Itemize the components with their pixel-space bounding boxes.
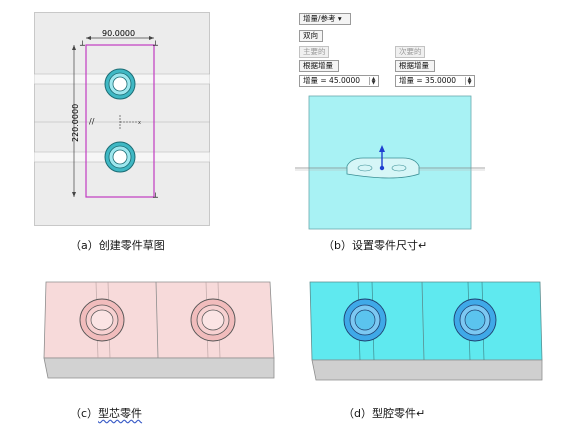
caption-d: （d）型腔零件↵ (343, 407, 426, 420)
panel-c-core (38, 272, 278, 382)
secondary-spinner-icon[interactable]: ▲▼ (465, 77, 473, 86)
svg-text://: // (89, 117, 95, 126)
preview-drawing (295, 95, 485, 230)
increment-reference-dropdown[interactable]: 增量/参考 ▾ (299, 13, 351, 25)
caption-b: （b）设置零件尺寸↵ (323, 239, 428, 252)
sketch-drawing: ┴ ┴ ┴ // x 90.0000 220.0000 (33, 12, 211, 226)
core-ring-left (79, 298, 125, 342)
primary-label: 主要的 (299, 46, 329, 58)
panel-a-sketch: ┴ ┴ ┴ // x 90.0000 220.0000 (33, 12, 211, 226)
svg-text:┴: ┴ (152, 40, 158, 50)
primary-increment-field[interactable]: 增量 = 45.0000 ▲▼ (299, 75, 379, 87)
sketch-plate (34, 12, 210, 226)
sketch-rectangle (85, 44, 155, 198)
secondary-increment-field[interactable]: 增量 = 35.0000 ▲▼ (395, 75, 475, 87)
width-dimension-value: 90.0000 (102, 29, 135, 38)
core-ring-right (190, 298, 236, 342)
caption-c: （c）型芯零件 (70, 405, 142, 421)
primary-mode-select[interactable]: 根据增量 (299, 60, 339, 72)
core-bottom-face (43, 357, 275, 379)
core-part-drawing (43, 281, 275, 379)
caption-a: （a）创建零件草图 (70, 239, 165, 252)
direction-arrow-icon[interactable] (379, 145, 385, 171)
caption-c-text: 型芯零件 (98, 407, 143, 420)
svg-text:x: x (138, 120, 141, 126)
core-front-face (43, 281, 275, 359)
origin-axes-icon: x (119, 115, 141, 130)
primary-increment-value: 增量 = 45.0000 (303, 76, 361, 85)
primary-spinner-icon[interactable]: ▲▼ (369, 77, 377, 86)
cavity-ring-right (453, 298, 497, 342)
svg-text:┴: ┴ (152, 192, 158, 202)
caption-c-prefix: （c） (70, 407, 99, 420)
secondary-mode-select[interactable]: 根据增量 (395, 60, 435, 72)
cavity-bottom-face (311, 359, 543, 381)
cavity-ring-left (343, 298, 387, 342)
secondary-increment-value: 增量 = 35.0000 (399, 76, 457, 85)
panel-b-preview (295, 94, 485, 230)
svg-text:┴: ┴ (79, 40, 85, 50)
panel-d-cavity (302, 276, 550, 386)
secondary-label: 次要的 (395, 46, 425, 58)
cavity-part-drawing (309, 281, 543, 381)
upper-ring (104, 68, 136, 100)
height-dimension-value: 220.0000 (71, 104, 80, 142)
lower-ring (104, 141, 136, 173)
symmetric-direction-button[interactable]: 双向 (299, 30, 323, 42)
